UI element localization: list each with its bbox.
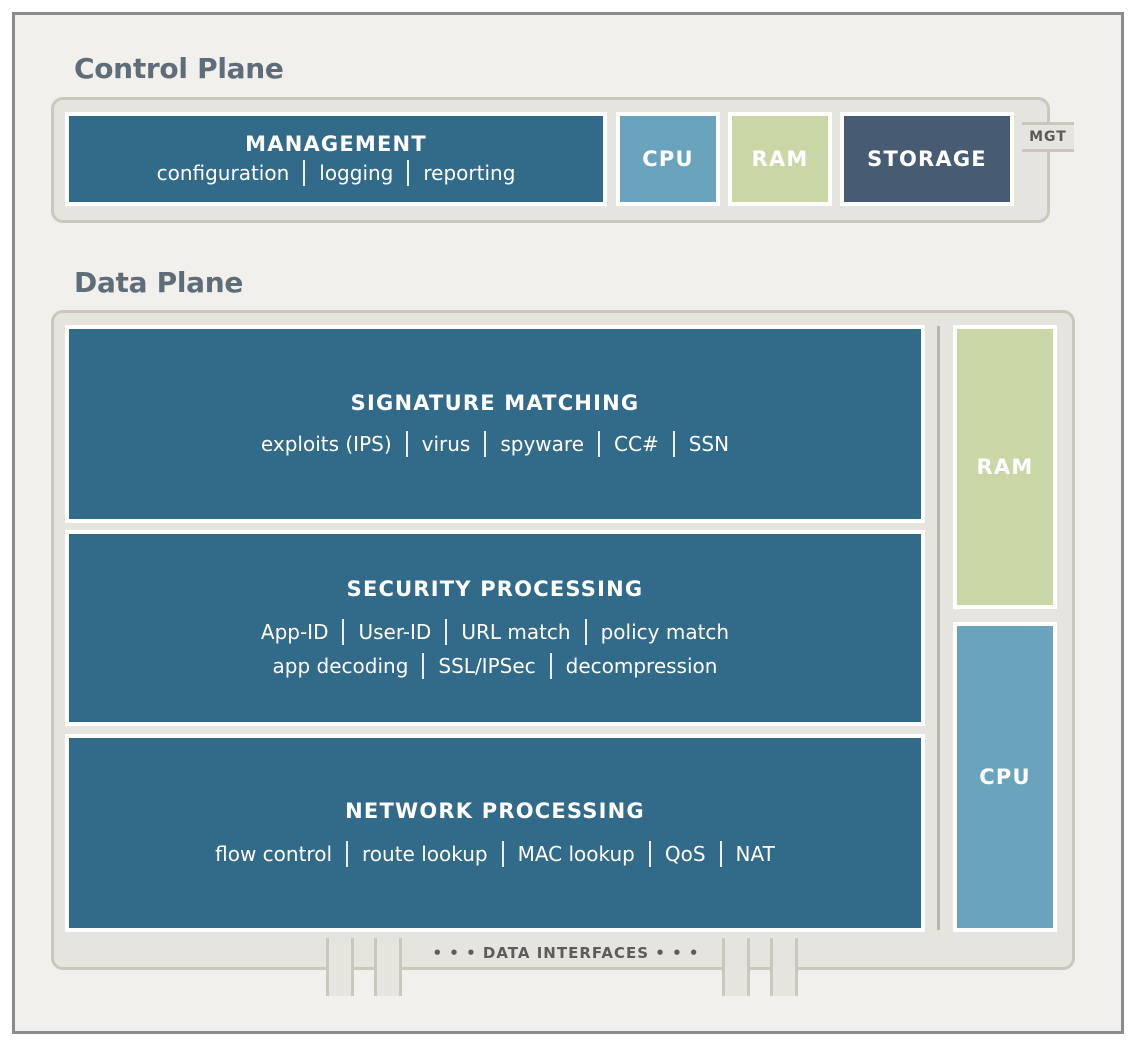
separator <box>584 619 587 645</box>
separator <box>405 431 408 457</box>
mgt-port: MGT <box>1022 122 1074 152</box>
security-processing-title: SECURITY PROCESSING <box>346 577 644 601</box>
signature-matching-title: SIGNATURE MATCHING <box>350 391 640 415</box>
network-item: MAC lookup <box>517 842 635 866</box>
network-processing-items: flow control route lookup MAC lookup QoS NAT <box>215 841 775 867</box>
security-item: App-ID <box>260 620 329 644</box>
security-item: decompression <box>565 654 718 678</box>
network-processing-box: NETWORK PROCESSING flow control route loo… <box>65 734 925 932</box>
network-item: flow control <box>215 842 332 866</box>
signature-item: virus <box>421 432 471 456</box>
management-item: configuration <box>156 161 290 185</box>
network-item: NAT <box>735 842 775 866</box>
security-items-line1: App-ID User-ID URL match policy match <box>261 619 729 645</box>
control-ram-box: RAM <box>728 112 832 206</box>
security-item: policy match <box>600 620 730 644</box>
separator <box>672 431 675 457</box>
data-cpu-box: CPU <box>953 622 1057 932</box>
network-processing-title: NETWORK PROCESSING <box>345 799 645 823</box>
separator <box>342 619 345 645</box>
interface-pin <box>326 938 354 996</box>
data-ram-box: RAM <box>953 325 1057 609</box>
control-plane-title: Control Plane <box>74 52 284 85</box>
separator <box>422 653 425 679</box>
separator <box>648 841 651 867</box>
signature-item: CC# <box>614 432 659 456</box>
security-item: SSL/IPSec <box>438 654 536 678</box>
signature-item: exploits (IPS) <box>260 432 392 456</box>
data-ram-label: RAM <box>976 455 1034 479</box>
management-item: logging <box>319 161 394 185</box>
signature-item: spyware <box>500 432 585 456</box>
control-ram-label: RAM <box>751 147 809 171</box>
network-item: route lookup <box>362 842 488 866</box>
data-plane-title: Data Plane <box>74 266 244 299</box>
security-item: User-ID <box>358 620 432 644</box>
management-items: configuration logging reporting <box>156 160 516 186</box>
security-processing-box: SECURITY PROCESSING App-ID User-ID URL mat… <box>65 530 925 726</box>
separator <box>407 160 410 186</box>
data-cpu-label: CPU <box>979 765 1031 789</box>
data-interfaces-label: • • • DATA INTERFACES • • • <box>416 940 716 966</box>
management-box: MANAGEMENT configuration logging reporting <box>65 112 607 206</box>
divider-line <box>937 326 940 930</box>
separator <box>549 653 552 679</box>
signature-matching-box: SIGNATURE MATCHING exploits (IPS) virus sp… <box>65 325 925 523</box>
separator <box>346 841 348 867</box>
separator <box>598 431 601 457</box>
control-cpu-label: CPU <box>642 147 694 171</box>
management-item: reporting <box>423 161 516 185</box>
signature-matching-items: exploits (IPS) virus spyware CC# SSN <box>261 431 729 457</box>
storage-box: STORAGE <box>840 112 1014 206</box>
separator <box>445 619 448 645</box>
signature-item: SSN <box>688 432 730 456</box>
security-item: URL match <box>461 620 571 644</box>
storage-label: STORAGE <box>867 147 987 171</box>
separator <box>501 841 504 867</box>
management-title: MANAGEMENT <box>245 132 427 156</box>
security-item: app decoding <box>272 654 409 678</box>
security-items-line2: app decoding SSL/IPSec decompression <box>272 653 718 679</box>
interface-pin <box>722 938 750 996</box>
interface-pin <box>374 938 402 996</box>
control-cpu-box: CPU <box>616 112 720 206</box>
separator <box>303 160 306 186</box>
separator <box>484 431 487 457</box>
separator <box>719 841 722 867</box>
interface-pin <box>770 938 798 996</box>
network-item: QoS <box>664 842 706 866</box>
